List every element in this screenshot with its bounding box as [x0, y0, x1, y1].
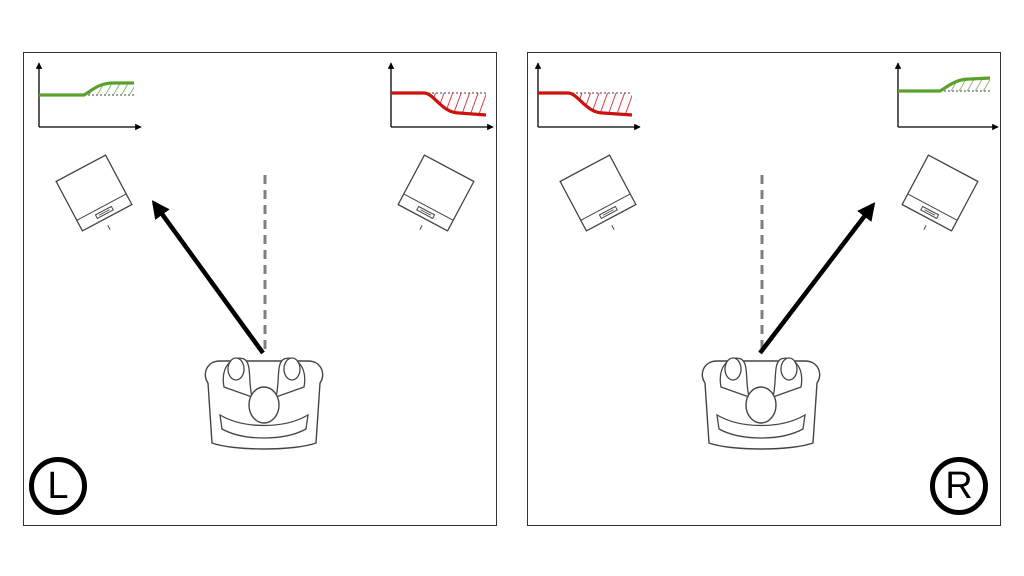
cut-hatch-area — [568, 93, 632, 115]
side-label-badge: L — [29, 457, 87, 515]
listener-in-armchair-icon — [701, 357, 821, 450]
boost-hatch-area — [940, 78, 990, 91]
frequency-response-graph-cut — [534, 62, 641, 131]
boost-curve — [898, 76, 991, 93]
speaker-icon — [55, 154, 133, 232]
head-direction-arrow-icon — [758, 202, 876, 355]
cut-curve — [538, 91, 633, 117]
panel-right-head-turn: R — [527, 52, 1001, 526]
head-direction-arrow-icon — [151, 200, 265, 355]
cut-curve — [391, 91, 487, 117]
panel-right-diagram — [534, 62, 999, 450]
boost-hatch-area — [84, 83, 134, 95]
frequency-response-graph-boost — [35, 62, 142, 131]
panel-left-diagram — [35, 62, 494, 450]
boost-curve — [39, 81, 134, 97]
speaker-icon — [397, 154, 475, 232]
listener-in-armchair-icon — [204, 357, 324, 450]
panel-left-head-turn: L — [23, 52, 497, 526]
frequency-response-graph-cut — [387, 62, 494, 131]
speaker-icon — [559, 154, 637, 232]
speaker-icon — [901, 154, 979, 232]
side-label-badge: R — [930, 457, 988, 515]
cut-hatch-area — [424, 93, 486, 115]
frequency-response-graph-boost — [894, 62, 999, 131]
